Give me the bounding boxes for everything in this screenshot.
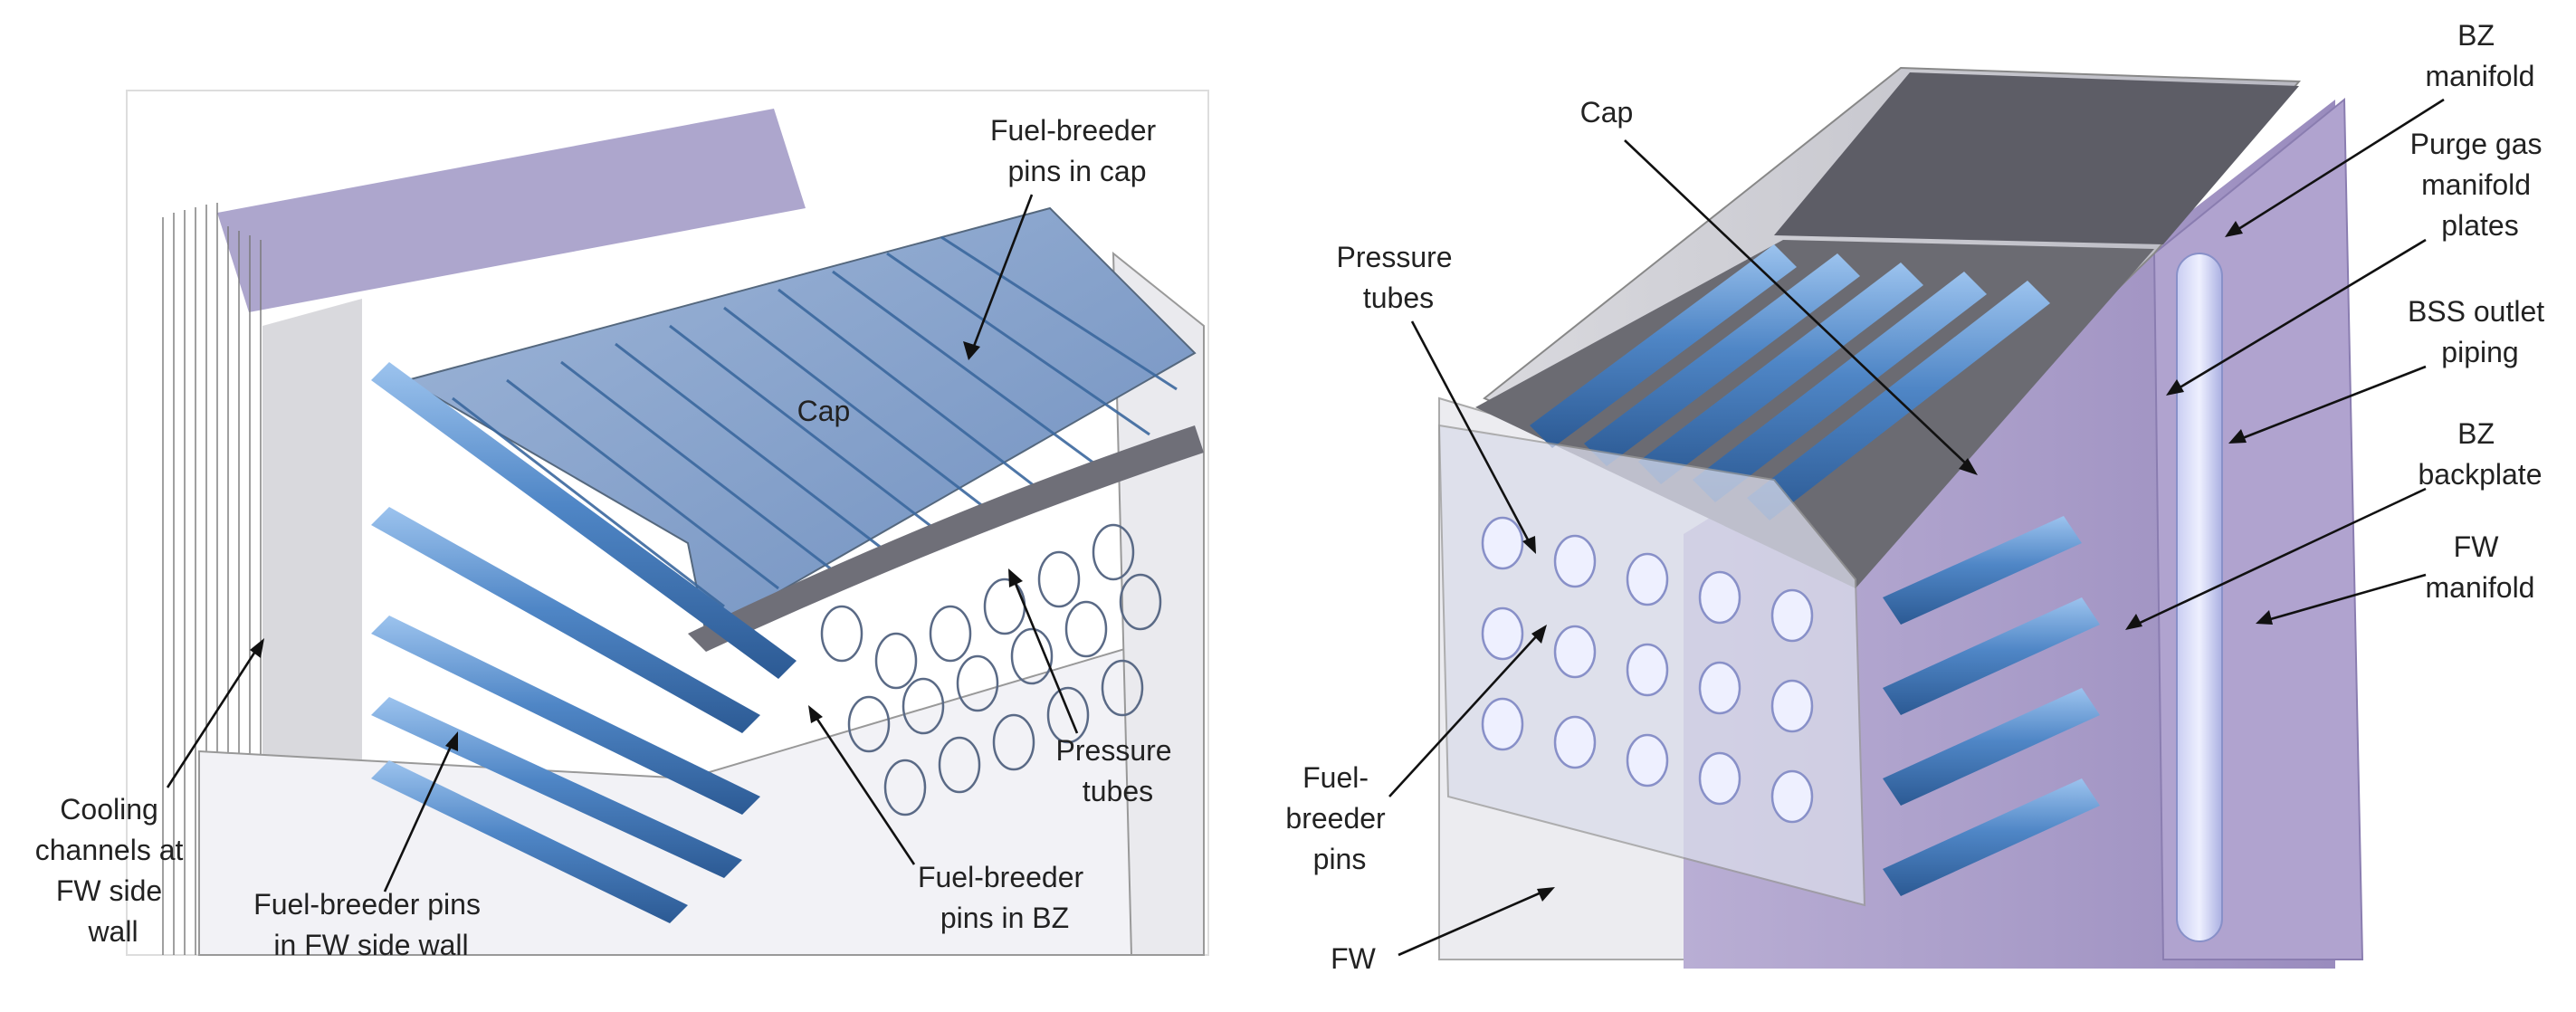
right-pressure-tube-circles <box>1481 516 1814 824</box>
left-fw-side-pins <box>371 362 797 923</box>
right-pointers <box>1388 98 2445 957</box>
right-bz-tubes <box>1883 516 2100 896</box>
label-fuel-breeder-pins-in-bz: Fuel-breeder pins in BZ <box>918 861 1092 934</box>
label-fuel-breeder-pins-right: Fuel- breeder pins <box>1285 761 1393 875</box>
label-cooling-channels: Cooling channels at FW side wall <box>35 793 192 948</box>
right-panel-illustration <box>1437 66 2364 969</box>
label-pressure-tubes-left: Pressure tubes <box>1056 734 1180 807</box>
label-fuel-breeder-pins-in-fw-side-wall: Fuel-breeder pins in FW side wall <box>253 888 489 961</box>
left-pressure-tube-circles <box>820 523 1162 816</box>
left-panel-illustration <box>126 90 1209 956</box>
label-fw: FW <box>1331 942 1377 975</box>
right-labels: Cap Pressure tubes Fuel- breeder pins FW… <box>1285 19 2552 975</box>
left-cap-pins <box>452 235 1178 608</box>
label-fw-manifold: FW manifold <box>2426 530 2535 604</box>
label-purge-gas-manifold-plates: Purge gas manifold plates <box>2410 128 2551 242</box>
label-bz-manifold: BZ manifold <box>2426 19 2535 92</box>
label-cap-right: Cap <box>1580 96 1634 129</box>
left-pointers <box>166 194 1079 893</box>
label-bss-outlet-piping: BSS outlet piping <box>2408 295 2552 368</box>
label-fuel-breeder-pins-in-cap: Fuel-breeder pins in cap <box>990 114 1164 187</box>
label-pressure-tubes-right: Pressure tubes <box>1337 241 1461 314</box>
left-labels: Fuel-breeder pins in cap Cap Cooling cha… <box>35 114 1180 961</box>
label-bz-backplate: BZ backplate <box>2419 417 2543 491</box>
label-cap-left: Cap <box>797 395 851 427</box>
